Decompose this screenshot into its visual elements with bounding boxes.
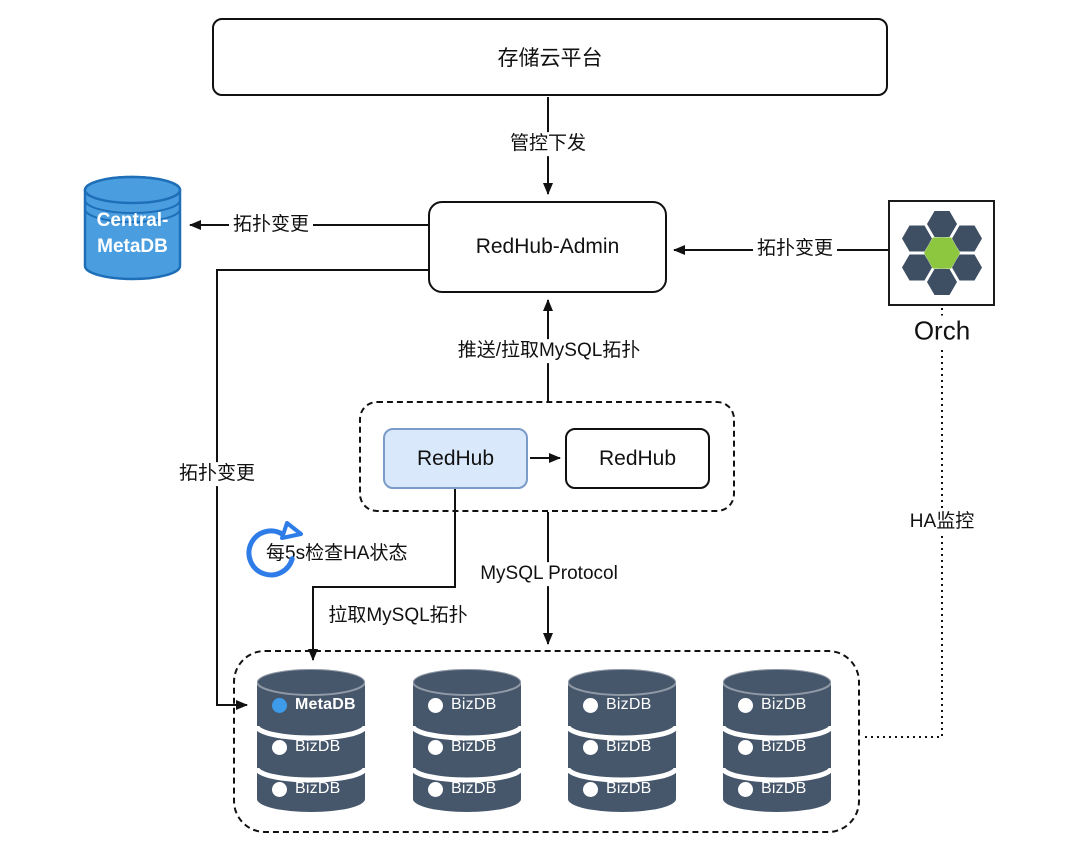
db-status-dot bbox=[272, 781, 287, 797]
orchestrator-hexagon-icon bbox=[901, 211, 982, 295]
db-status-dot bbox=[583, 781, 598, 797]
db-label: BizDB bbox=[451, 696, 497, 713]
db-label: BizDB bbox=[761, 780, 807, 797]
orch-label: Orch bbox=[911, 315, 973, 347]
db-status-dot bbox=[272, 739, 287, 755]
db-status-dot bbox=[738, 697, 753, 713]
edge-pull-mysql-topology bbox=[308, 489, 456, 661]
redhub-secondary-box[interactable]: RedHub bbox=[565, 428, 710, 489]
db-row: BizDB bbox=[721, 736, 833, 758]
db-row: BizDB bbox=[566, 736, 678, 758]
db-label: BizDB bbox=[761, 738, 807, 755]
db-label: BizDB bbox=[451, 738, 497, 755]
db-status-dot bbox=[583, 739, 598, 755]
redhub-admin-label: RedHub-Admin bbox=[475, 235, 620, 258]
db-row: BizDB bbox=[255, 736, 367, 758]
db-label: BizDB bbox=[606, 696, 652, 713]
central-metadb-label: Central- MetaDB bbox=[96, 210, 169, 257]
db-status-dot bbox=[428, 781, 443, 797]
db-row: BizDB bbox=[566, 778, 678, 800]
edge-label-pull-mysql-topology: 拉取MySQL拓扑 bbox=[324, 604, 472, 628]
db-label: MetaDB bbox=[295, 696, 356, 713]
db-row: MetaDB bbox=[255, 694, 367, 716]
redhub-primary-label: RedHub bbox=[416, 446, 495, 470]
db-row: BizDB bbox=[411, 778, 523, 800]
edge-label-topology-change-right: 拓扑变更 bbox=[752, 237, 838, 261]
db-status-dot bbox=[428, 739, 443, 755]
db-label: BizDB bbox=[606, 780, 652, 797]
redhub-primary-box[interactable]: RedHub bbox=[383, 428, 528, 489]
db-status-dot bbox=[738, 781, 753, 797]
redhub-secondary-label: RedHub bbox=[598, 446, 677, 470]
database-cluster-container bbox=[233, 650, 860, 833]
db-row: BizDB bbox=[721, 694, 833, 716]
central-metadb-cylinder[interactable]: Central- MetaDB bbox=[83, 172, 182, 284]
edge-label-push-pull-topology: 推送/拉取MySQL拓扑 bbox=[453, 339, 645, 363]
refresh-cycle-icon bbox=[246, 521, 303, 578]
db-status-dot bbox=[583, 697, 598, 713]
db-stack-4[interactable]: BizDB BizDB BizDB bbox=[721, 667, 833, 814]
edge-label-topology-change-down: 拓扑变更 bbox=[174, 462, 260, 486]
db-label: BizDB bbox=[761, 696, 807, 713]
db-row: BizDB bbox=[566, 694, 678, 716]
db-status-dot bbox=[738, 739, 753, 755]
orch-box[interactable] bbox=[888, 200, 995, 306]
edge-label-mysql-protocol: MySQL Protocol bbox=[476, 562, 622, 586]
db-label: BizDB bbox=[606, 738, 652, 755]
db-label: BizDB bbox=[295, 738, 341, 755]
db-row: BizDB bbox=[721, 778, 833, 800]
edge-label-control-dispatch: 管控下发 bbox=[505, 132, 591, 156]
db-stack-2[interactable]: BizDB BizDB BizDB bbox=[411, 667, 523, 814]
db-stack-1[interactable]: MetaDB BizDB BizDB bbox=[255, 667, 367, 814]
db-label: BizDB bbox=[295, 780, 341, 797]
db-status-dot bbox=[272, 697, 287, 713]
db-label: BizDB bbox=[451, 780, 497, 797]
db-status-dot bbox=[428, 697, 443, 713]
edge-label-ha-check: 每5s检查HA状态 bbox=[262, 542, 412, 566]
db-stack-3[interactable]: BizDB BizDB BizDB bbox=[566, 667, 678, 814]
db-row: BizDB bbox=[411, 694, 523, 716]
storage-cloud-platform-box[interactable]: 存储云平台 bbox=[212, 18, 888, 96]
storage-cloud-platform-label: 存储云平台 bbox=[497, 47, 603, 70]
db-row: BizDB bbox=[411, 736, 523, 758]
db-row: BizDB bbox=[255, 778, 367, 800]
edge-label-topology-change-left: 拓扑变更 bbox=[228, 213, 314, 237]
redhub-admin-box[interactable]: RedHub-Admin bbox=[428, 201, 667, 293]
blue-cylinder-shape bbox=[83, 175, 182, 281]
edge-label-ha-monitor: HA监控 bbox=[905, 510, 979, 534]
redhub-group-container bbox=[359, 401, 735, 512]
